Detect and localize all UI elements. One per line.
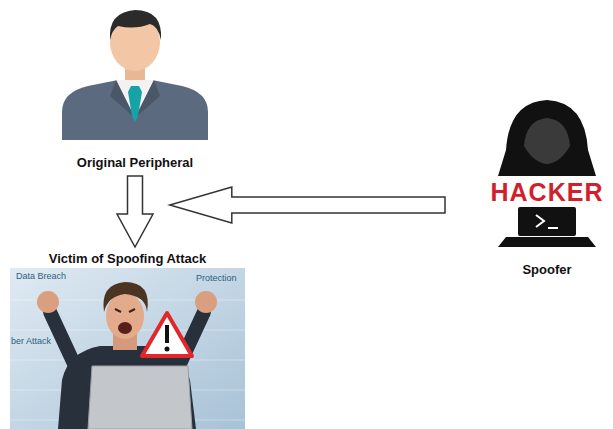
victim-head — [106, 293, 144, 339]
prompt-symbol — [536, 215, 558, 228]
hollow-arrow — [170, 187, 445, 223]
hacker-hood — [498, 100, 596, 176]
laptop-base — [498, 237, 596, 247]
victim-hair — [103, 282, 147, 312]
victim-eyes — [115, 309, 135, 312]
person-tie — [128, 86, 142, 122]
person-suit — [62, 80, 208, 140]
figure-node: Original Peripheral — [55, 0, 215, 173]
icon-label: HACKER — [491, 179, 604, 206]
photo-background — [10, 268, 245, 429]
node-label: Victim of Spoofing Attack — [49, 251, 206, 267]
hacker-face — [524, 118, 570, 164]
node-label: Spoofer — [522, 262, 571, 278]
photo-text: ber Attack — [11, 336, 51, 347]
victim-laptop — [88, 366, 192, 429]
warning-mark — [165, 325, 169, 343]
node-label: Original Peripheral — [77, 155, 193, 171]
warning-mark — [165, 347, 170, 352]
victim-fist — [195, 291, 217, 313]
laptop-screen — [518, 207, 576, 236]
photo-text: Protection — [196, 273, 237, 284]
photo-text: Data Breach — [16, 271, 66, 282]
person-hair — [110, 10, 161, 40]
hollow-arrow — [117, 176, 153, 247]
hacker-icon — [498, 100, 596, 247]
victim-arm — [50, 312, 76, 368]
victim-mouth — [118, 322, 132, 334]
victim-fist — [37, 291, 59, 313]
victim-photo — [10, 268, 245, 429]
person-icon — [62, 10, 208, 140]
warning-triangle — [142, 313, 192, 356]
